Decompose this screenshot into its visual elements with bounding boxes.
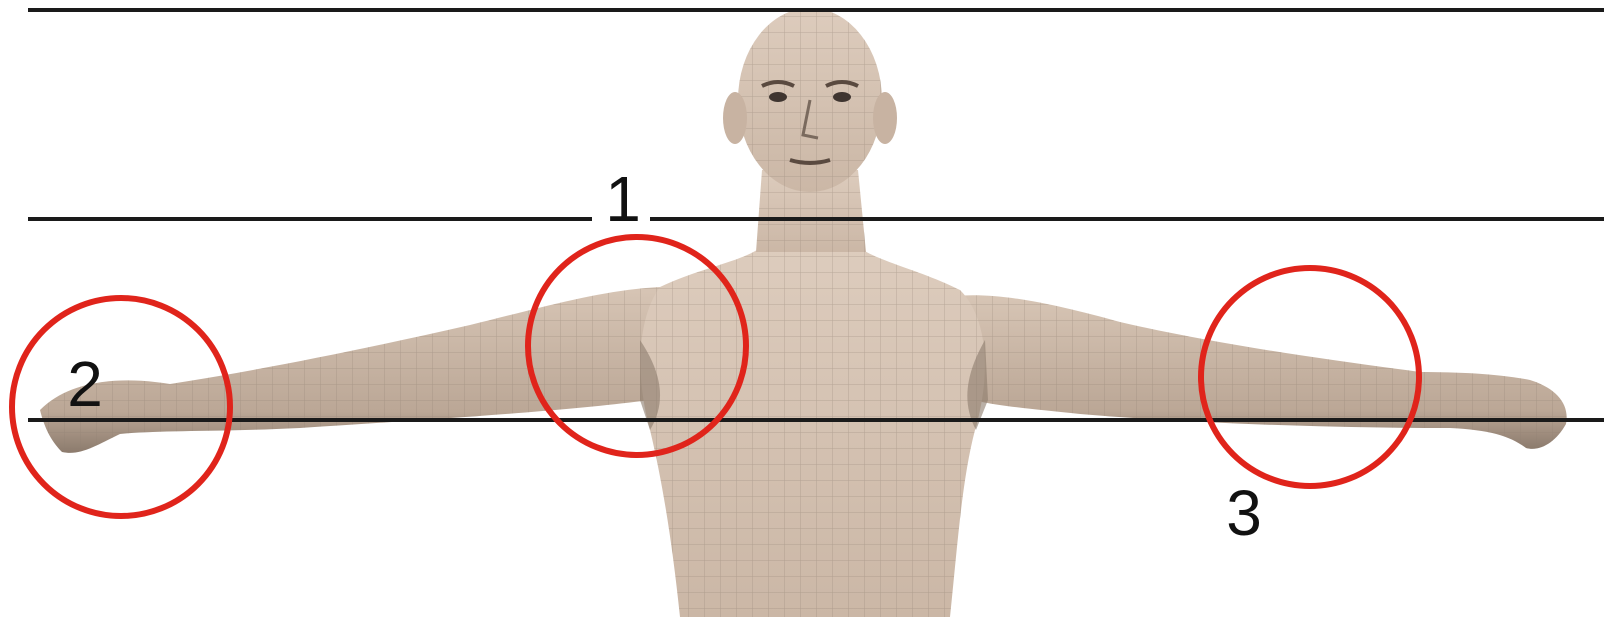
human-figure-mesh-icon — [40, 8, 1567, 617]
callout-label-3: 3 — [1226, 477, 1262, 549]
callout-label-2: 2 — [67, 348, 103, 420]
callout-label-1: 1 — [605, 163, 641, 235]
